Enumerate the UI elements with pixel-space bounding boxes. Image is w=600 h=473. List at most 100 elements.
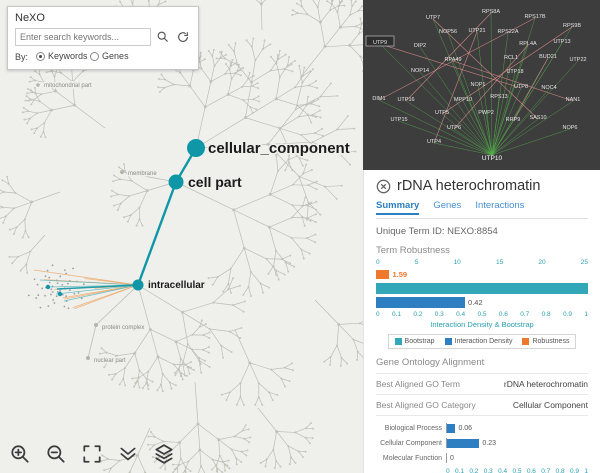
- search-mode-options: By: Keywords Genes: [15, 51, 191, 63]
- legend-item: Interaction Density: [444, 338, 512, 345]
- gene-node-label[interactable]: UTP16: [397, 97, 414, 103]
- axis-tick: 0.2: [413, 311, 423, 318]
- search-icon[interactable]: [155, 29, 171, 45]
- ontology-graph-canvas[interactable]: mitochondrial part membrane cellular_compo…: [0, 0, 363, 473]
- gene-node-label[interactable]: RPS9B: [563, 23, 581, 29]
- gene-node-label[interactable]: UTP10: [482, 155, 503, 162]
- tab-interactions[interactable]: Interactions: [475, 200, 525, 211]
- gene-node-label[interactable]: UTP5: [435, 110, 449, 116]
- axis-tick: 0.7: [541, 468, 551, 473]
- axis-tick: 0.8: [541, 311, 551, 318]
- radio-icon: [90, 51, 100, 61]
- cluster-edges: [33, 269, 139, 310]
- gene-node-label[interactable]: MPP10: [454, 97, 472, 103]
- gene-node-label[interactable]: NOP56: [439, 29, 457, 35]
- radio-keywords[interactable]: Keywords: [36, 51, 88, 61]
- gene-node-label[interactable]: UTP4: [427, 139, 441, 145]
- gene-network-panel[interactable]: UTP7 RPS8A RPS17B RPS9B NOP56 UTP21 RPS22A UTP9…: [363, 0, 600, 170]
- gene-node-label[interactable]: UTP15: [390, 117, 407, 123]
- go-chart-category: Molecular Function: [382, 454, 442, 462]
- search-panel: NeXO By: Keywords Genes: [7, 6, 199, 70]
- gene-node-label[interactable]: UTP18: [506, 69, 523, 75]
- search-input[interactable]: [15, 28, 151, 46]
- unique-term-id: Unique Term ID: NEXO:8854: [376, 226, 498, 237]
- graph-term-label[interactable]: cell part: [187, 173, 244, 192]
- by-label: By:: [15, 51, 29, 62]
- gene-node-label[interactable]: RCL1: [504, 55, 518, 61]
- radio-icon: [36, 51, 46, 61]
- graph-term-label[interactable]: membrane: [127, 170, 159, 179]
- gene-node-label[interactable]: NOC4: [541, 85, 556, 91]
- go-chart-bar: [447, 438, 480, 448]
- layers-button[interactable]: [152, 443, 176, 467]
- graph-term-label[interactable]: intracellular: [147, 279, 207, 293]
- ontology-graph-panel[interactable]: mitochondrial part membrane cellular_compo…: [0, 0, 363, 473]
- network-edges: [378, 12, 579, 156]
- legend-swatch: [394, 338, 402, 345]
- gene-node-label[interactable]: RPL4A: [519, 41, 537, 47]
- zoom-out-icon: [47, 445, 65, 463]
- collapse-button[interactable]: [116, 443, 140, 467]
- gene-node-label[interactable]: UTP9: [373, 40, 387, 46]
- gene-node-label[interactable]: RPA49: [444, 57, 461, 63]
- go-row-label: Best Aligned GO Category: [376, 400, 476, 410]
- gene-node-label[interactable]: UTP21: [468, 28, 485, 34]
- axis-tick: 0.2: [469, 468, 479, 473]
- axis-tick: 0: [446, 468, 450, 473]
- gene-network-canvas[interactable]: UTP7 RPS8A RPS17B RPS9B NOP56 UTP21 RPS22A UTP9…: [363, 0, 600, 170]
- legend-swatch: [522, 338, 530, 345]
- gene-node-label[interactable]: DIM1: [372, 96, 385, 102]
- gene-cluster: [27, 264, 85, 310]
- gene-node-label[interactable]: NOP14: [411, 68, 429, 74]
- term-node[interactable]: [168, 174, 184, 190]
- fit-screen-button[interactable]: [80, 443, 104, 467]
- gene-node-label[interactable]: NOP6: [563, 125, 578, 131]
- gene-node-label[interactable]: RPS8A: [482, 9, 500, 15]
- reset-icon[interactable]: [175, 29, 191, 45]
- graph-term-label[interactable]: nuclear part: [93, 357, 128, 366]
- legend-label: Robustness: [532, 338, 570, 345]
- gene-node-label[interactable]: UTP6: [447, 125, 461, 131]
- zoom-in-button[interactable]: [8, 443, 32, 467]
- details-tabs: Summary Genes Interactions: [376, 200, 588, 219]
- axis-tick: 0.8: [555, 468, 565, 473]
- gene-node-label[interactable]: RPS13: [490, 94, 507, 100]
- tab-summary[interactable]: Summary: [376, 200, 420, 215]
- gene-node-label[interactable]: NOP1: [471, 82, 486, 88]
- axis-tick: 0.1: [454, 468, 464, 473]
- axis-tick: 0.4: [456, 311, 466, 318]
- robustness-bar-row: 1.59: [376, 269, 588, 280]
- axis-tick: 0.5: [477, 311, 487, 318]
- radio-genes[interactable]: Genes: [90, 51, 129, 61]
- density-bar-row: 0.42: [376, 297, 588, 308]
- gene-node-label[interactable]: UTP22: [569, 57, 586, 63]
- gene-node-label[interactable]: BUD21: [539, 54, 557, 60]
- zoom-out-button[interactable]: [44, 443, 68, 467]
- gene-node-label[interactable]: RPS22A: [497, 29, 518, 35]
- gene-node-label[interactable]: SAS10: [529, 115, 546, 121]
- graph-term-label[interactable]: mitochondrial part: [43, 82, 94, 91]
- gene-node-label[interactable]: UTP7: [426, 15, 440, 21]
- axis-tick: 0.3: [434, 311, 444, 318]
- bootstrap-bar-row: [376, 283, 588, 294]
- go-chart-value: 0.06: [458, 424, 473, 432]
- tab-genes[interactable]: Genes: [433, 200, 462, 211]
- graph-term-label[interactable]: protein complex: [101, 324, 146, 333]
- go-alignment-heading: Gene Ontology Alignment: [376, 357, 485, 368]
- gene-node-label[interactable]: DIP2: [414, 43, 426, 49]
- gene-node-label[interactable]: RPS17B: [524, 14, 545, 20]
- legend-item: Bootstrap: [394, 338, 435, 345]
- gene-node-label[interactable]: UTP13: [553, 39, 570, 45]
- gene-node-label[interactable]: PWP2: [478, 110, 494, 116]
- tree-branches: [0, 0, 363, 473]
- gene-node-label[interactable]: UTP8: [514, 84, 528, 90]
- close-icon[interactable]: [376, 179, 391, 194]
- gene-node-label[interactable]: NAN1: [566, 97, 581, 103]
- graph-term-label[interactable]: cellular_component: [207, 139, 352, 159]
- gene-node-label[interactable]: RRP9: [506, 117, 521, 123]
- term-node[interactable]: [187, 139, 205, 157]
- term-node[interactable]: [132, 279, 144, 291]
